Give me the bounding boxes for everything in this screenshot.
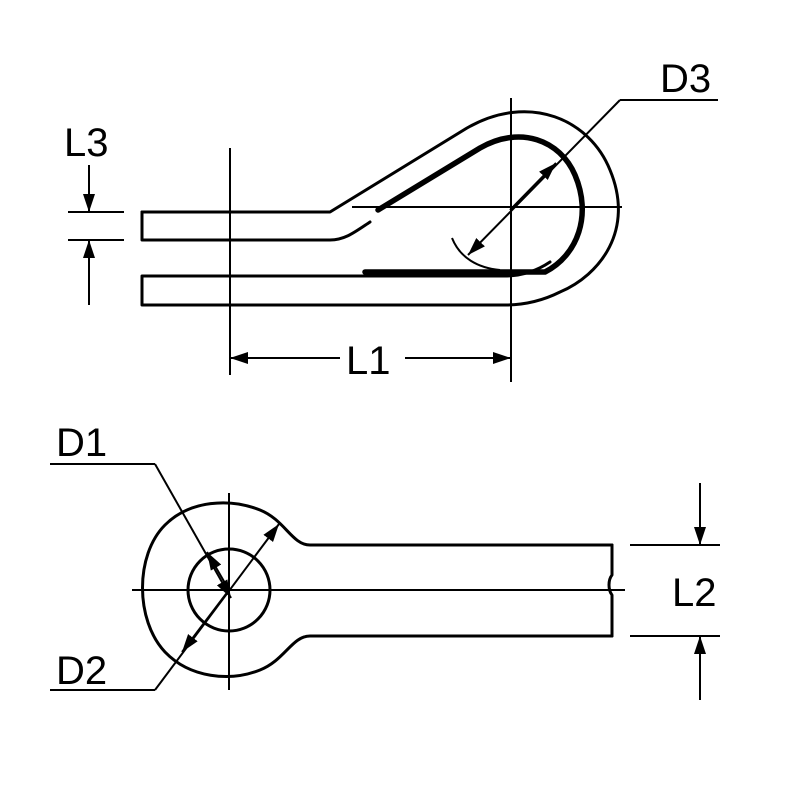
l2-label: L2 — [672, 571, 717, 615]
top-view: D3 L1 L3 — [64, 57, 718, 383]
bottom-view: D1 D2 L2 — [50, 421, 720, 700]
break-line — [607, 543, 614, 638]
upper-arm-outline — [140, 110, 620, 307]
d1-leader-diagonal — [154, 463, 232, 599]
d3-dimension-line — [467, 99, 621, 256]
lower-arm-outline — [140, 210, 372, 242]
plan-body-outline — [141, 501, 614, 678]
l3-label: L3 — [64, 121, 109, 165]
d1-arrow-inner — [206, 551, 230, 591]
eye-inner-heavy — [362, 134, 585, 275]
d2-label: D2 — [56, 649, 107, 693]
l1-label: L1 — [346, 339, 391, 383]
d3-dimension-arrow-upper — [509, 162, 557, 211]
rotation-arc — [451, 237, 501, 271]
d3-label: D3 — [660, 57, 711, 101]
d1-label: D1 — [56, 421, 107, 465]
d2-arrow-lower — [181, 589, 230, 653]
